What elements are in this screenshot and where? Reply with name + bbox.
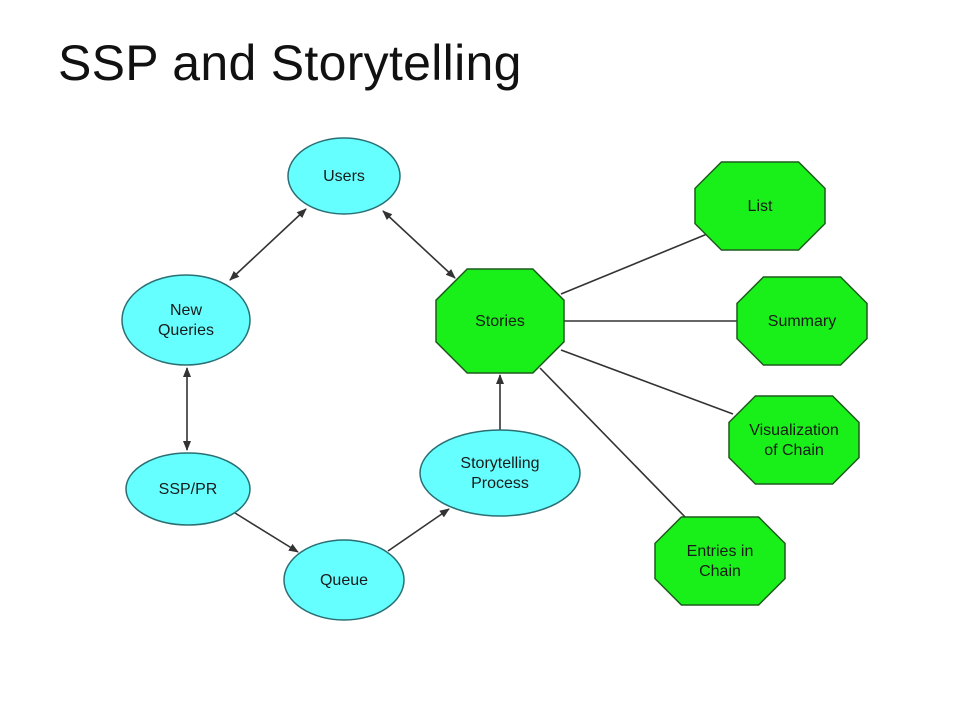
node-stories: Stories [435, 268, 565, 374]
octagon-shape [694, 161, 826, 251]
node-label: Users [323, 168, 365, 185]
ellipse-shape [121, 274, 251, 366]
node-list: List [694, 161, 826, 251]
ellipse-shape [419, 429, 581, 517]
node-summary: Summary [736, 276, 868, 366]
ellipse-shape [287, 137, 401, 215]
edge-ssp-pr-to-queue [234, 512, 299, 553]
node-label: of Chain [764, 442, 824, 459]
slide-title: SSP and Storytelling [58, 35, 522, 91]
node-label: Queue [320, 572, 368, 589]
ellipse-shape [125, 452, 251, 526]
node-label: SSP/PR [159, 481, 218, 498]
node-label: Process [471, 475, 529, 492]
node-queue: Queue [283, 539, 405, 621]
edges-layer [183, 208, 738, 553]
edge-stories-to-list [560, 231, 713, 295]
node-label: New [170, 302, 202, 319]
edge-queue-to-storytelling-process [387, 508, 450, 552]
node-label: Storytelling [460, 455, 539, 472]
octagon-shape [435, 268, 565, 374]
node-label: Queries [158, 322, 214, 339]
octagon-shape [728, 395, 860, 485]
octagon-shape [654, 516, 786, 606]
edge-users-to-stories [382, 210, 456, 279]
node-label: Summary [768, 313, 836, 330]
node-ssp-pr: SSP/PR [125, 452, 251, 526]
edge-stories-to-visualization [560, 349, 734, 415]
edge-stories-to-entries [539, 367, 689, 521]
node-users: Users [287, 137, 401, 215]
node-label: Stories [475, 313, 525, 330]
edge-users-to-new-queries [229, 208, 307, 281]
node-visualization: Visualization of Chain [728, 395, 860, 485]
octagon-shape [736, 276, 868, 366]
node-label: List [748, 198, 773, 215]
node-label: Visualization [749, 422, 839, 439]
node-entries: Entries in Chain [654, 516, 786, 606]
node-label: Chain [699, 563, 741, 580]
node-label: Entries in [687, 543, 754, 560]
ellipse-shape [283, 539, 405, 621]
